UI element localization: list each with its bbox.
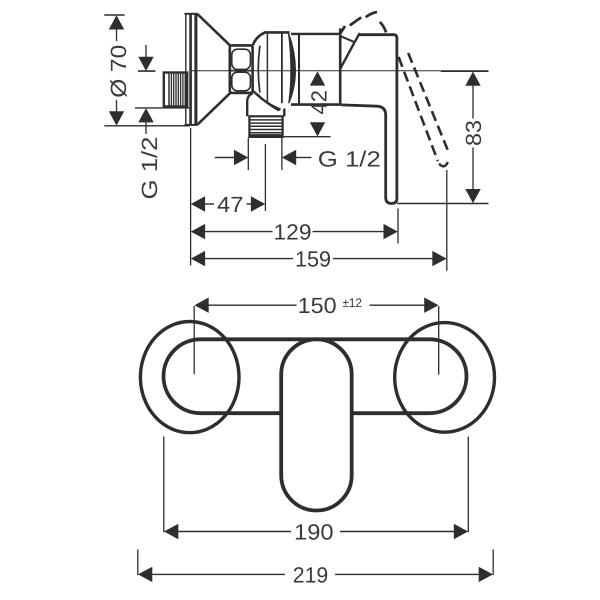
- svg-text:G 1/2: G 1/2: [137, 137, 162, 200]
- svg-text:±12: ±12: [342, 296, 362, 310]
- svg-text:42: 42: [306, 90, 331, 115]
- svg-text:83: 83: [461, 120, 486, 146]
- svg-text:150: 150: [298, 293, 337, 318]
- svg-text:129: 129: [274, 220, 312, 245]
- svg-text:Ø 70: Ø 70: [106, 45, 131, 98]
- svg-text:219: 219: [293, 562, 329, 587]
- svg-text:190: 190: [294, 520, 334, 545]
- svg-text:159: 159: [295, 247, 331, 272]
- svg-text:G 1/2: G 1/2: [318, 147, 381, 172]
- svg-text:47: 47: [217, 192, 244, 217]
